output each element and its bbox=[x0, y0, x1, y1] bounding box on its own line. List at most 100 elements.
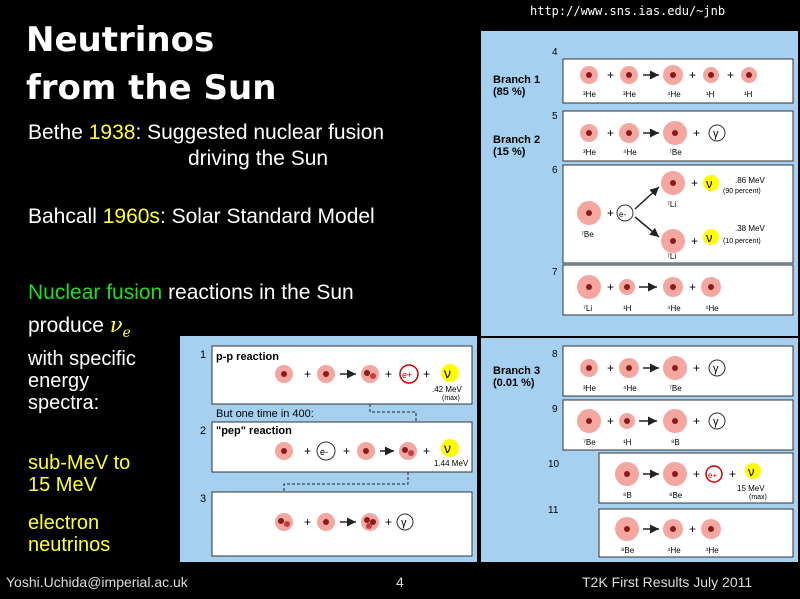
specific-line-1: with specific bbox=[28, 348, 136, 370]
b8-energy-note: (max) bbox=[749, 494, 767, 501]
positron-label: e+ bbox=[402, 370, 412, 380]
pp-row1-title: p-p reaction bbox=[216, 351, 279, 363]
branch1-label: Branch 1 bbox=[493, 74, 540, 86]
plus-sign: + bbox=[304, 515, 311, 529]
he3-label: ³He bbox=[583, 384, 596, 393]
bethe-line: Bethe 1938: Suggested nuclear fusion bbox=[28, 120, 384, 146]
source-url[interactable]: http://www.sns.ias.edu/~jnb bbox=[530, 4, 726, 18]
plus-sign: + bbox=[691, 176, 698, 190]
row7-number: 7 bbox=[552, 267, 558, 278]
specific-spectra: with specific energy spectra: bbox=[28, 348, 136, 414]
plus-sign: + bbox=[607, 280, 614, 294]
plus-sign: + bbox=[689, 280, 696, 294]
row4-number: 4 bbox=[552, 47, 558, 58]
electron-neutrinos-line-1: electron bbox=[28, 512, 100, 534]
neutrino-label: ν bbox=[444, 365, 451, 381]
he4-label: ⁴He bbox=[667, 304, 681, 313]
deuteron-nucleus bbox=[399, 442, 417, 460]
plus-sign: + bbox=[607, 206, 614, 220]
h1-label: ¹H bbox=[706, 90, 715, 99]
energy-range: sub-MeV to 15 MeV bbox=[28, 452, 130, 496]
footer-email[interactable]: Yoshi.Uchida@imperial.ac.uk bbox=[6, 574, 188, 590]
branch3-percent: (0.01 %) bbox=[493, 377, 535, 389]
branch3-label: Branch 3 bbox=[493, 365, 540, 377]
pp-chain-svg: 1 p-p reaction + + e+ + ν .42 MeV (max) … bbox=[200, 345, 473, 557]
gamma-icon bbox=[396, 513, 414, 531]
nu-glyph: ν bbox=[109, 313, 123, 337]
plus-sign: + bbox=[385, 515, 392, 529]
bahcall-text: : Solar Standard Model bbox=[159, 205, 375, 228]
he4-label: ⁴He bbox=[623, 384, 637, 393]
be7-percent-1: (90 percent) bbox=[723, 188, 761, 195]
gamma-label: γ bbox=[713, 128, 719, 140]
plus-sign: + bbox=[607, 414, 614, 428]
gamma-icon bbox=[708, 412, 726, 430]
he4-label: ⁴He bbox=[667, 90, 681, 99]
gamma-label: γ bbox=[401, 517, 407, 529]
bethe-year: 1938 bbox=[88, 121, 136, 144]
be7-label: ⁷Be bbox=[669, 148, 682, 157]
bahcall-year: 1960s bbox=[102, 205, 160, 228]
footer-event: T2K First Results July 2011 bbox=[582, 574, 753, 590]
plus-sign: + bbox=[693, 414, 700, 428]
pp-chain-diagram: 1 p-p reaction + + e+ + ν .42 MeV (max) … bbox=[180, 336, 477, 562]
title-line-1: Neutrinos bbox=[26, 20, 215, 60]
energy-range-line-2: 15 MeV bbox=[28, 474, 97, 496]
be7-percent-2: (10 percent) bbox=[723, 238, 761, 245]
pep-title: "pep" reaction bbox=[216, 425, 292, 437]
gamma-icon bbox=[708, 124, 726, 142]
gamma-label: γ bbox=[713, 416, 719, 428]
specific-line-2: energy bbox=[28, 370, 90, 392]
li7-label: ⁷Li bbox=[667, 200, 676, 209]
page-number: 4 bbox=[396, 574, 404, 590]
h1-label: ¹H bbox=[744, 90, 753, 99]
pp-row1-number: 1 bbox=[200, 349, 206, 361]
be7-energy-2: .38 MeV bbox=[735, 224, 765, 233]
deuteron-nucleus bbox=[275, 513, 293, 531]
branch2-label: Branch 2 bbox=[493, 134, 540, 146]
he3-label: ³He bbox=[583, 90, 596, 99]
branch-svg: Branch 1 (85 %) 4 ³He + ³He ⁴He + ¹H + ¹… bbox=[481, 47, 798, 558]
positron-label: e+ bbox=[708, 471, 717, 480]
b8-label: ⁸B bbox=[671, 438, 680, 447]
neutrino-label: ν bbox=[748, 464, 755, 479]
neutrino-label: ν bbox=[706, 230, 713, 245]
neutrino-icon bbox=[441, 364, 459, 382]
he4-label: ⁴He bbox=[705, 304, 719, 313]
li7-label: ⁷Li bbox=[667, 252, 676, 261]
be8-label: ⁸Be bbox=[621, 546, 635, 555]
plus-sign: + bbox=[689, 68, 696, 82]
deuteron-nucleus bbox=[361, 365, 379, 383]
electron-label: e- bbox=[320, 447, 328, 457]
neutrino-label: ν bbox=[444, 440, 451, 456]
electron-neutrinos: electron neutrinos bbox=[28, 512, 110, 556]
produce-text: produce bbox=[28, 314, 110, 337]
fusion-rest: reactions in the Sun bbox=[162, 281, 354, 304]
be8-label: ⁸Be bbox=[669, 491, 683, 500]
b8-label: ⁸B bbox=[623, 491, 632, 500]
positron-icon bbox=[705, 465, 723, 483]
bahcall-name: Bahcall bbox=[28, 205, 103, 228]
be7-energy-1: .86 MeV bbox=[735, 176, 765, 185]
bahcall-line: Bahcall 1960s: Solar Standard Model bbox=[28, 204, 375, 230]
gamma-label: γ bbox=[713, 363, 719, 375]
be7-label: ⁷Be bbox=[581, 230, 594, 239]
specific-line-3: spectra: bbox=[28, 392, 100, 414]
nu-subscript: e bbox=[122, 325, 131, 342]
pp-energy-note: (max) bbox=[442, 395, 460, 402]
pep-row2-number: 2 bbox=[200, 425, 206, 437]
row5-number: 5 bbox=[552, 111, 558, 122]
plus-sign: + bbox=[693, 467, 700, 481]
title-line-2: from the Sun bbox=[26, 68, 277, 108]
he4-label: ⁴He bbox=[667, 546, 681, 555]
pep-energy: 1.44 MeV bbox=[434, 459, 469, 468]
he4-label: ⁴He bbox=[705, 546, 719, 555]
plus-sign: + bbox=[607, 68, 614, 82]
he3-label: ³He bbox=[623, 90, 636, 99]
plus-sign: + bbox=[729, 467, 736, 481]
plus-sign: + bbox=[304, 444, 311, 458]
plus-sign: + bbox=[689, 522, 696, 536]
slide-title: Neutrinos from the Sun bbox=[26, 16, 276, 112]
electron-icon bbox=[616, 204, 634, 222]
plus-sign: + bbox=[691, 234, 698, 248]
